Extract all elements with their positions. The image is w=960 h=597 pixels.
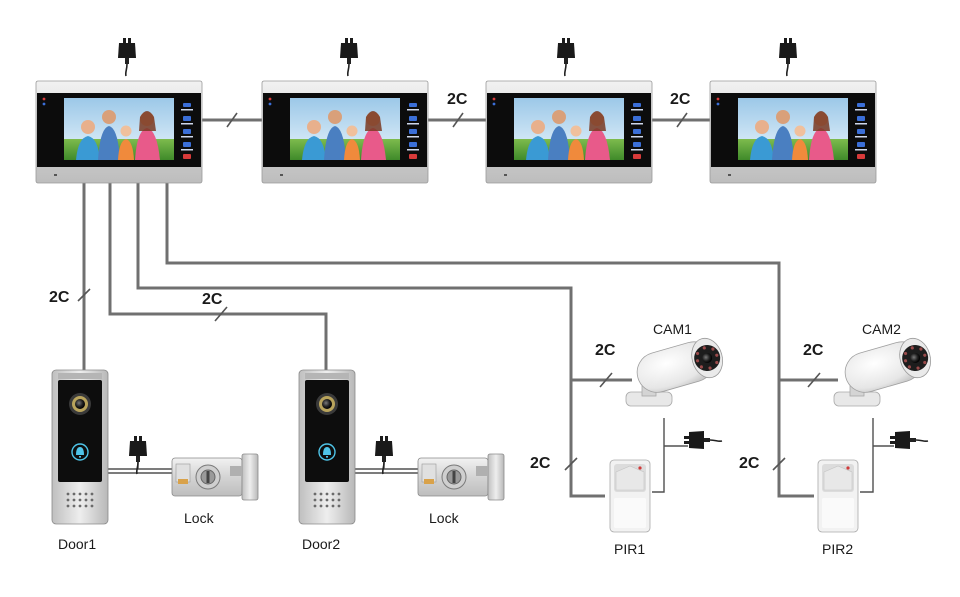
electric-lock-1 [171, 453, 259, 501]
pir2-wire [777, 380, 814, 498]
cable-label: 2C [595, 342, 616, 359]
monitor-1 [35, 80, 203, 184]
pir-sensor-1 [609, 459, 651, 533]
camera-1 [625, 334, 728, 407]
power-adapter-icon [339, 37, 359, 77]
door-station-1 [51, 369, 109, 525]
camera-label: CAM1 [653, 321, 692, 337]
monitor-3 [485, 80, 653, 184]
pir-sensor-2 [817, 459, 859, 533]
electric-lock-2 [417, 453, 505, 501]
door-station-2 [298, 369, 356, 525]
power-adapter-icon [889, 430, 929, 450]
power-adapter-icon [778, 37, 798, 77]
cable-label: 2C [739, 455, 760, 472]
monitor-4 [709, 80, 877, 184]
cable-label: 2C [447, 91, 468, 108]
cam1-wire [136, 183, 632, 382]
pir-label: PIR2 [822, 541, 854, 557]
wiring-lines [82, 118, 838, 498]
power-adapter-icon [683, 430, 723, 450]
power-adapter-icon [556, 37, 576, 77]
monitor-2 [261, 80, 429, 184]
cable-label: 2C [803, 342, 824, 359]
pir1-wire [569, 380, 605, 498]
cable-label: 2C [670, 91, 691, 108]
lock-label: Lock [184, 510, 214, 526]
cable-label: 2C [202, 291, 223, 308]
camera-2 [833, 334, 936, 407]
power-adapter-icon [117, 37, 137, 77]
door-label: Door1 [58, 536, 97, 552]
cable-hash-marks [77, 112, 821, 471]
pir-label: PIR1 [614, 541, 646, 557]
cable-label: 2C [530, 455, 551, 472]
door-label: Door2 [302, 536, 341, 552]
door2-wire [108, 183, 328, 370]
cam2-wire [165, 183, 838, 382]
lock-label: Lock [429, 510, 459, 526]
camera-label: CAM2 [862, 321, 901, 337]
cable-label: 2C [49, 289, 70, 306]
